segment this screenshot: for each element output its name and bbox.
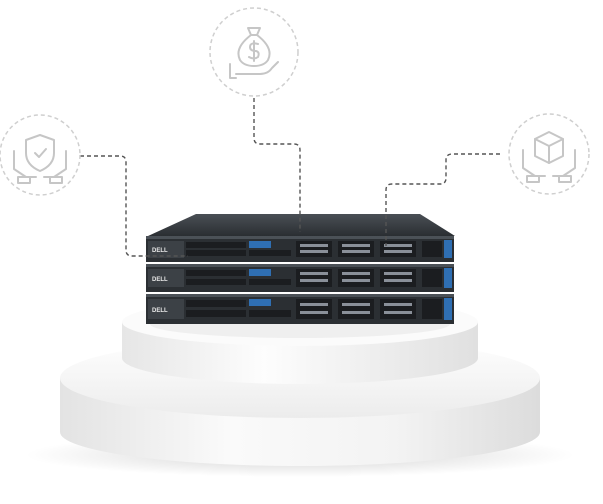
connector-lines [80,98,500,257]
connector-left [80,155,188,257]
brand-label: DELL [152,277,168,283]
shield-hands-icon [0,114,81,196]
brand-label: DELL [152,308,168,314]
connector-right [385,153,500,246]
server-unit-3: DELL [146,294,454,324]
server-top-lid [148,214,455,236]
money-bag-hand-icon [209,7,299,97]
box-hands-icon [508,113,590,195]
brand-label: DELL [152,248,168,254]
server-stack: DELL DELL [146,214,455,324]
connector-top [253,98,301,232]
server-unit-2: DELL [146,264,454,292]
pedestal [25,298,575,477]
server-unit-1: DELL [146,236,454,262]
